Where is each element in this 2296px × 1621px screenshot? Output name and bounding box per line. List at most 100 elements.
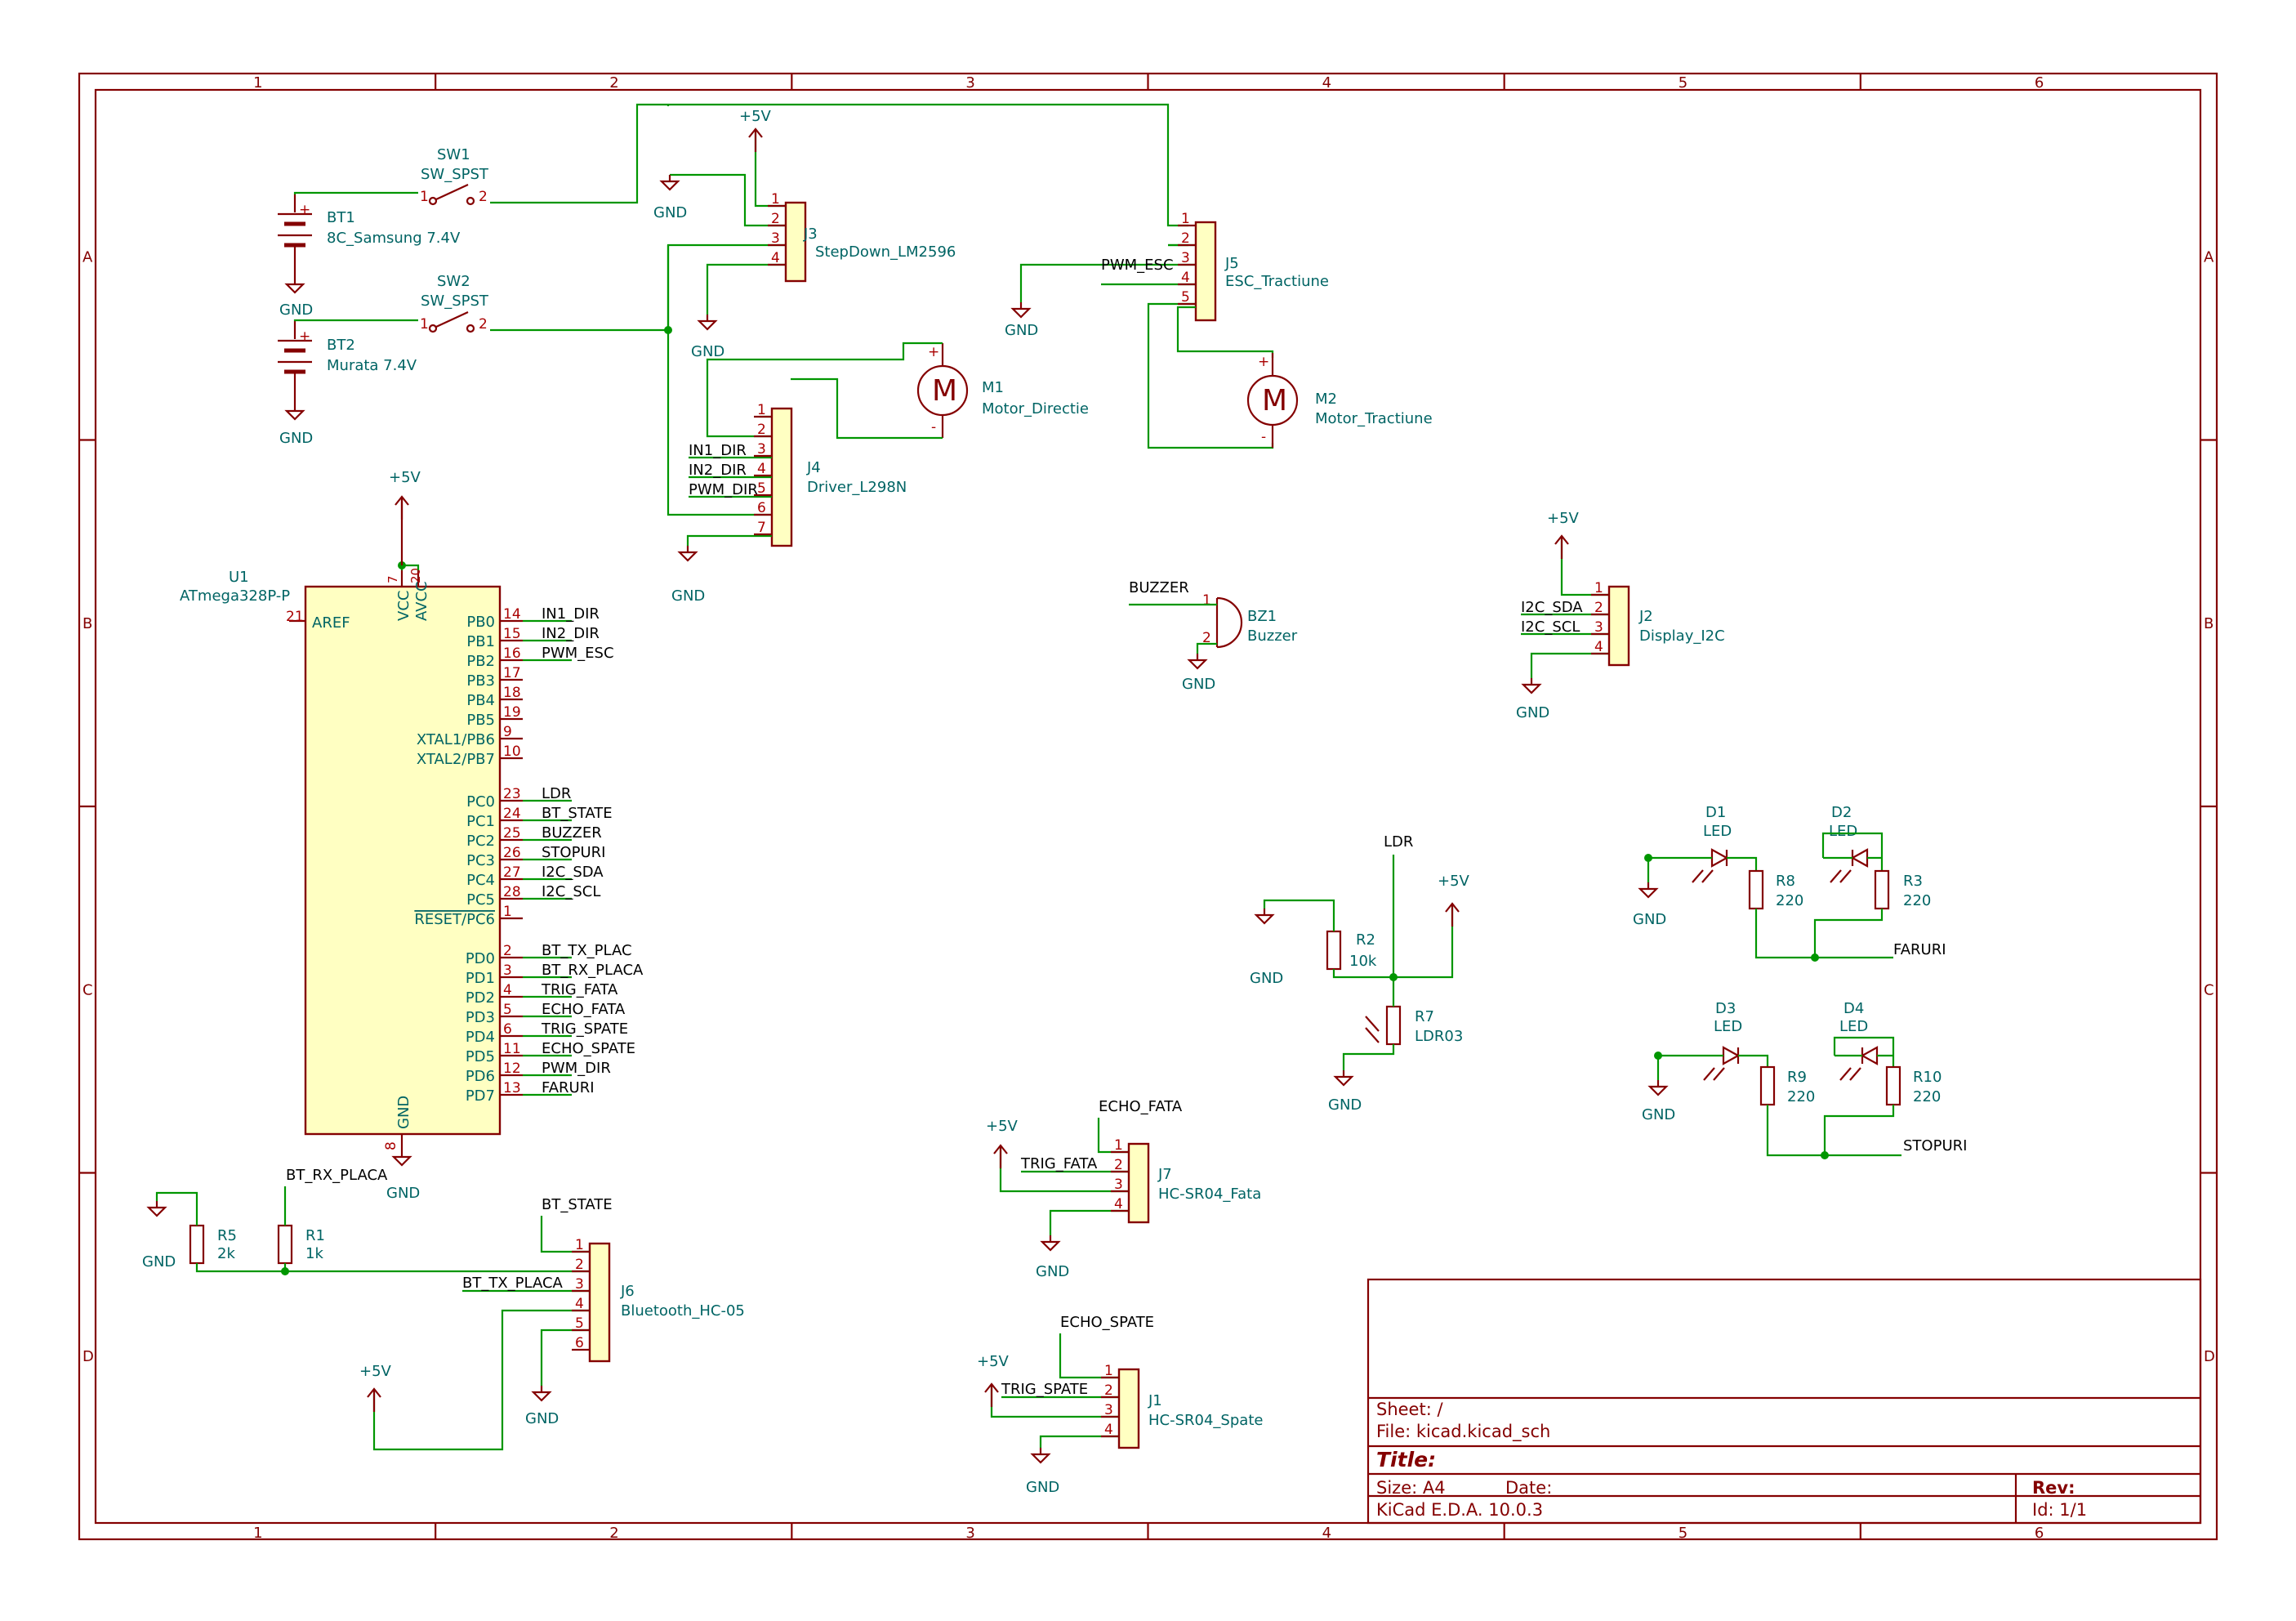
bt2-plus-mark: + xyxy=(299,328,310,345)
u1-pin-num-3: 3 xyxy=(503,962,512,979)
net-faruri: FARURI xyxy=(1893,941,1946,958)
j5-value: ESC_Tractiune xyxy=(1225,273,1329,290)
j7-ref: J7 xyxy=(1157,1166,1172,1183)
j2-vcc-label: +5V xyxy=(1547,510,1580,527)
u1-net-echo_fata: ECHO_FATA xyxy=(542,1001,626,1018)
frame-row-right-A: A xyxy=(2204,248,2214,266)
u1-pin-name-5: PD3 xyxy=(466,1009,495,1026)
led-d4[interactable]: D4 LED xyxy=(1839,1000,1879,1081)
u1-pin-num-24: 24 xyxy=(503,806,521,822)
frame-col-top-1: 1 xyxy=(253,74,262,92)
u1-net-i2c_scl: I2C_SCL xyxy=(542,883,600,900)
d1-ref: D1 xyxy=(1705,804,1726,821)
led-d3[interactable]: D3 LED xyxy=(1703,1000,1742,1081)
m2-ref: M2 xyxy=(1315,391,1337,408)
j7-pin-1: 1 xyxy=(1114,1137,1123,1154)
net-stopuri: STOPURI xyxy=(1903,1137,1967,1154)
connector-j2[interactable]: J2 Display_I2C xyxy=(1607,585,1725,667)
buzzer-bz1[interactable]: 1 2 BZ1 Buzzer xyxy=(1202,592,1298,649)
u1-pin-num-26: 26 xyxy=(503,845,521,861)
m2-plus: + xyxy=(1258,354,1269,370)
j6-ref: J6 xyxy=(620,1283,635,1300)
u1-aref-name: AREF xyxy=(312,614,350,632)
net-pwm-esc-j5: PWM_ESC xyxy=(1101,257,1174,274)
j5-pin-1: 1 xyxy=(1181,211,1190,227)
u1-pin-name-9: XTAL1/PB6 xyxy=(417,731,495,748)
j2-pin-2: 2 xyxy=(1594,600,1603,616)
u1-pin-name-13: PD7 xyxy=(466,1087,495,1105)
connector-j6[interactable]: J6 Bluetooth_HC-05 xyxy=(588,1242,745,1363)
m1-minus: - xyxy=(931,419,936,435)
sw2-pin1: 1 xyxy=(420,316,429,333)
u1-pin-name-24: PC1 xyxy=(466,813,495,830)
connector-j7[interactable]: J7 HC-SR04_Fata xyxy=(1127,1142,1261,1224)
resistor-r5[interactable]: R5 2k xyxy=(189,1224,237,1265)
power-input-section: + BT1 8C_Samsung 7.4V 1 2 SW1 SW_SPST + … xyxy=(278,103,1188,404)
switch-sw1[interactable]: 1 2 SW1 SW_SPST xyxy=(420,146,489,206)
u1-pin-num-5: 5 xyxy=(503,1002,512,1018)
tb-date: Date: xyxy=(1505,1478,1552,1498)
r7-ref: R7 xyxy=(1415,1008,1434,1025)
net-i2c-scl-j2: I2C_SCL xyxy=(1521,618,1580,636)
resistor-r1[interactable]: R1 1k xyxy=(277,1224,325,1265)
j5-pin-3: 3 xyxy=(1181,250,1190,266)
j2-pin-1: 1 xyxy=(1594,580,1603,596)
u1-aref-num: 21 xyxy=(286,609,304,625)
title-block: Sheet: / File: kicad.kicad_sch Title: Si… xyxy=(1366,1278,2202,1525)
j3-value: StepDown_LM2596 xyxy=(815,243,956,261)
u1-pin-num-1: 1 xyxy=(503,904,512,920)
switch-sw2[interactable]: 1 2 SW2 SW_SPST xyxy=(420,273,489,333)
led-d2[interactable]: D2 LED xyxy=(1829,804,1869,883)
j2-value: Display_I2C xyxy=(1639,627,1725,645)
tb-sheet: Sheet: / xyxy=(1376,1400,1443,1419)
u1-pin-num-14: 14 xyxy=(503,606,521,623)
resistor-r2[interactable]: R2 10k xyxy=(1326,930,1377,971)
u1-pin-num-25: 25 xyxy=(503,825,521,842)
j1-ref: J1 xyxy=(1148,1392,1162,1409)
r9-value: 220 xyxy=(1787,1088,1815,1105)
frame-col-bottom-3: 3 xyxy=(965,1525,974,1542)
connector-j1[interactable]: J1 HC-SR04_Spate xyxy=(1117,1368,1263,1449)
u1-pin-num-18: 18 xyxy=(503,685,521,701)
u1-net-trig_fata: TRIG_FATA xyxy=(541,981,618,998)
ldr-r7[interactable]: R7 LDR03 xyxy=(1365,1005,1463,1046)
u1-pin-num-27: 27 xyxy=(503,864,521,881)
motor-m1[interactable]: M + - M1 Motor_Directie xyxy=(916,343,1089,438)
j3-vcc-label: +5V xyxy=(739,108,772,125)
motor-m2[interactable]: M + - M2 Motor_Tractiune xyxy=(1246,353,1433,448)
connector-j4[interactable]: J4 Driver_L298N xyxy=(770,407,907,547)
bz1-value: Buzzer xyxy=(1247,627,1298,645)
r8-ref: R8 xyxy=(1776,873,1795,890)
connector-j5[interactable]: J5 ESC_Tractiune xyxy=(1194,221,1329,322)
u1-net-i2c_sda: I2C_SDA xyxy=(542,864,604,881)
j1-pin-1: 1 xyxy=(1104,1363,1113,1379)
r5-gnd-label: GND xyxy=(142,1253,176,1270)
battery-bt1[interactable]: + BT1 8C_Samsung 7.4V xyxy=(278,194,461,278)
bt2-gnd-label: GND xyxy=(279,430,313,447)
sw2-pin2: 2 xyxy=(479,316,488,333)
j7-vcc-label: +5V xyxy=(986,1118,1019,1135)
connector-j3[interactable]: J3 StepDown_LM2596 xyxy=(784,201,956,283)
mcu-u1[interactable]: U1 ATmega328P-P 21 AREF 7 20 VCC AVCC 8 … xyxy=(180,568,644,1150)
tb-id: Id: 1/1 xyxy=(2032,1500,2087,1520)
u1-pin-num-16: 16 xyxy=(503,645,521,662)
u1-value: ATmega328P-P xyxy=(180,587,290,605)
m1-plus: + xyxy=(928,344,939,360)
net-bt-rx-placa: BT_RX_PLACA xyxy=(286,1167,388,1184)
j3-pin-1: 1 xyxy=(771,191,780,208)
j6-vcc-label: +5V xyxy=(359,1363,392,1380)
sw1-value: SW_SPST xyxy=(421,166,489,183)
resistor-r8[interactable]: R8 220 xyxy=(1748,869,1803,910)
resistor-r10[interactable]: R10 220 xyxy=(1885,1065,1942,1106)
bt1-gnd-label: GND xyxy=(279,301,313,319)
led-d1[interactable]: D1 LED xyxy=(1692,804,1732,883)
resistor-r3[interactable]: R3 220 xyxy=(1874,869,1931,910)
frame-col-top-3: 3 xyxy=(965,74,974,92)
net-i2c-sda-j2: I2C_SDA xyxy=(1521,599,1583,616)
net-trig-spate-j1: TRIG_SPATE xyxy=(1001,1381,1088,1398)
resistor-r9[interactable]: R9 220 xyxy=(1759,1065,1815,1106)
battery-bt2[interactable]: + BT2 Murata 7.4V xyxy=(278,321,417,404)
net-echo-spate-j1: ECHO_SPATE xyxy=(1060,1314,1154,1331)
m2-symbol: M xyxy=(1262,384,1287,418)
